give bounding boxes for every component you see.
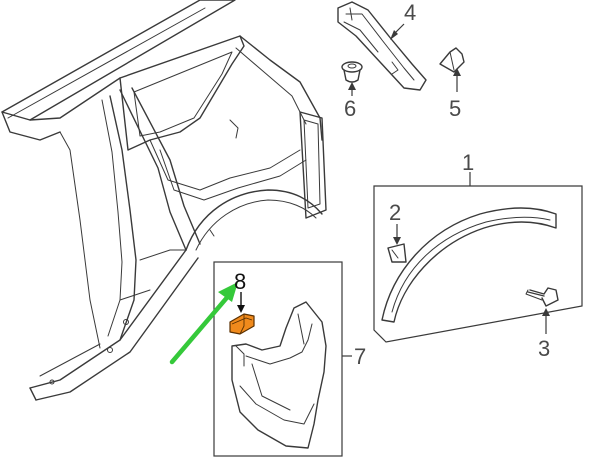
part-7-group [213,261,343,457]
leader-lines [237,23,550,357]
highlight-arrow [169,282,238,365]
part-6-fastener [341,61,363,83]
part-8-clip-highlighted [229,313,255,335]
callout-3: 3 [538,336,550,361]
callout-7: 7 [354,344,366,369]
callout-1: 1 [462,150,474,175]
callout-5: 5 [449,96,461,121]
callout-8: 8 [234,269,246,294]
part-1-group [373,185,583,343]
quarter-panel [1,0,327,401]
callout-2: 2 [389,200,401,225]
callout-4: 4 [404,0,416,25]
part-5-clip [439,47,465,73]
callout-6: 6 [344,96,356,121]
part-4-pillar-trim [337,1,427,91]
part-3-screw [525,287,559,307]
